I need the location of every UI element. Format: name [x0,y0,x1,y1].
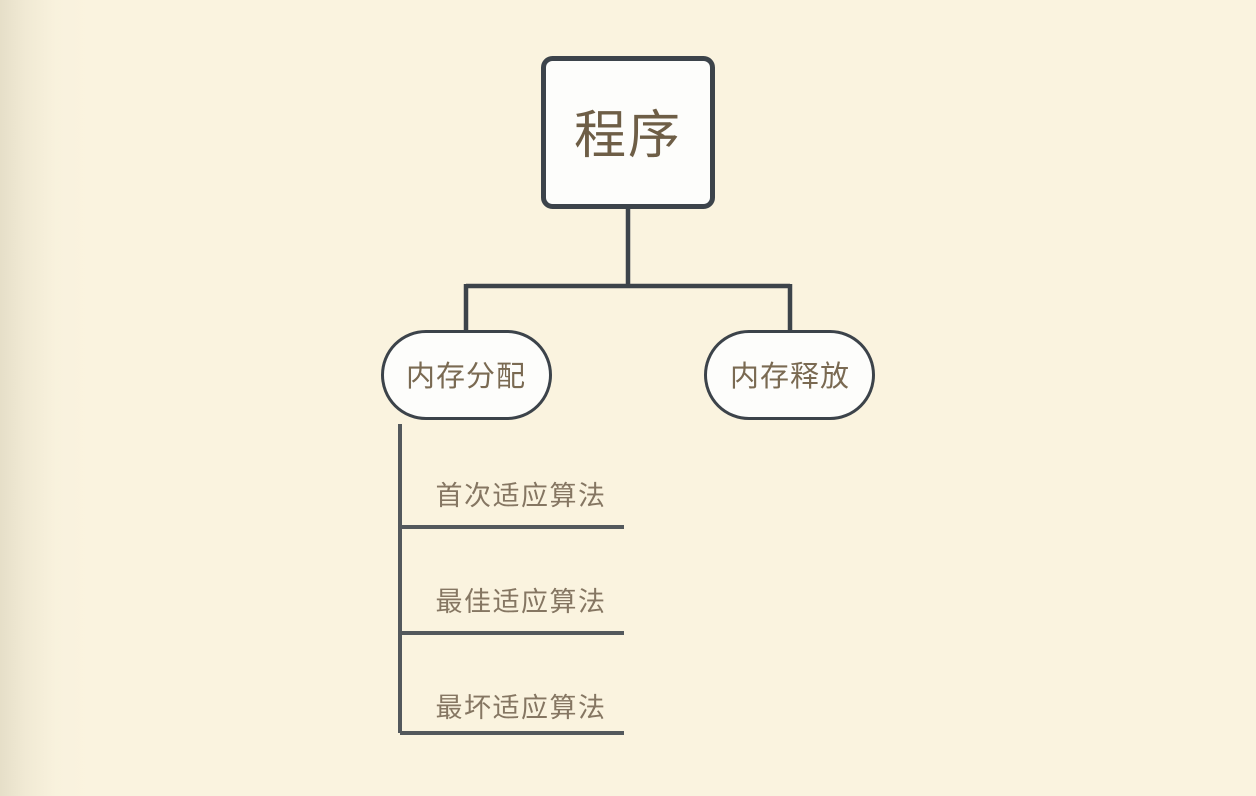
node-root-shape[interactable] [541,56,715,209]
node-root-label: 程序 [574,106,682,166]
connector-group [463,209,793,332]
leaf-best-fit-label: 最佳适应算法 [436,587,607,618]
leaf-first-fit[interactable]: 首次适应算法 [436,481,607,512]
node-memory-allocation-label: 内存分配 [406,359,526,393]
node-memory-release-label: 内存释放 [730,359,850,393]
leaf-best-fit[interactable]: 最佳适应算法 [436,587,607,618]
node-memory-release-shape[interactable] [704,330,875,420]
leaf-trunk-group [398,424,624,735]
node-memory-allocation[interactable]: 内存分配 [381,330,552,420]
leaf-worst-fit-label: 最坏适应算法 [436,693,607,724]
node-memory-allocation-shape[interactable] [381,330,552,420]
leaf-first-fit-label: 首次适应算法 [436,481,607,512]
node-root[interactable]: 程序 [541,56,715,209]
leaf-worst-fit[interactable]: 最坏适应算法 [436,693,607,724]
node-memory-release[interactable]: 内存释放 [704,330,875,420]
